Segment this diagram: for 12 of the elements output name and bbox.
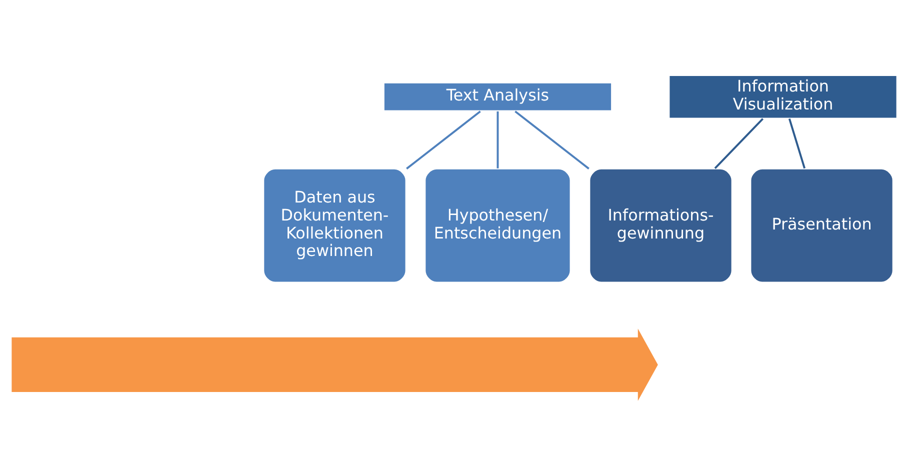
node-arrow (12, 328, 658, 400)
connector (496, 110, 499, 168)
node-box: Information Visualization (668, 73, 898, 120)
connector (514, 110, 590, 169)
connector (714, 118, 764, 169)
node-box: Präsentation (749, 166, 894, 284)
node-box: Hypothesen/ Entscheidungen (424, 166, 572, 284)
connector (788, 118, 806, 168)
node-box: Daten aus Dokumenten- Kollektionen gewinnen (262, 166, 408, 284)
node-box: Text Analysis (382, 80, 614, 112)
node-box: Informations- gewinnung (588, 166, 734, 284)
connector (406, 110, 481, 169)
